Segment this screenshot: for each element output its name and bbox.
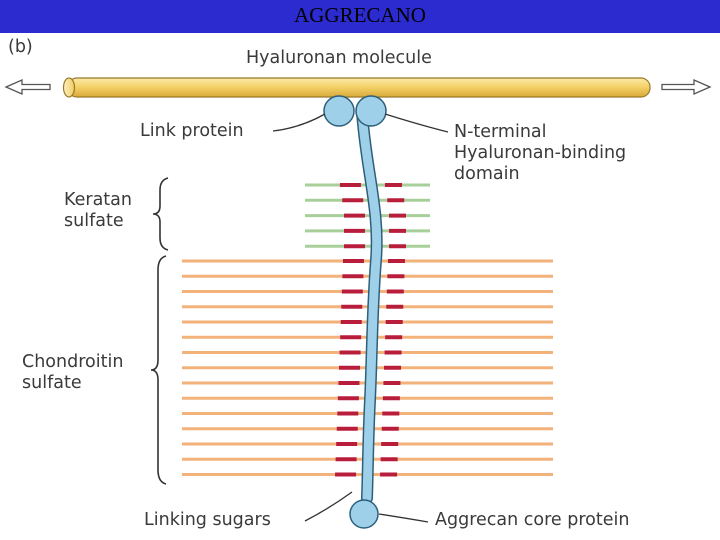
n-terminal-domain-globule [355, 95, 387, 127]
n-terminal-line-1: N-terminal [454, 122, 547, 142]
link-protein-globule [323, 95, 355, 127]
core-protein-label: Aggrecan core protein [435, 510, 630, 530]
keratan-line-2: sulfate [64, 211, 124, 231]
n-terminal-line-2: Hyaluronan-binding [454, 143, 627, 163]
linking-sugars-label: Linking sugars [144, 510, 271, 530]
n-terminal-line-3: domain [454, 164, 520, 184]
hyaluronan-molecule [62, 77, 651, 98]
aggrecan-core-protein [349, 106, 383, 529]
slide-title: AGGRECANO [294, 3, 426, 27]
chondroitin-sulfate-label: Chondroitin sulfate [22, 352, 123, 394]
chondroitin-line-1: Chondroitin [22, 352, 124, 372]
hyaluronan-label: Hyaluronan molecule [246, 48, 432, 68]
diagram-canvas [4, 77, 712, 529]
n-terminal-label: N-terminal Hyaluronan-binding domain [454, 122, 626, 185]
title-bar: AGGRECANO [0, 0, 720, 33]
hyaluronan-arrow-right [661, 79, 712, 95]
panel-label: (b) [8, 37, 33, 57]
linking-sugars-group [335, 183, 406, 477]
linking-sugars-leader [304, 491, 353, 522]
n-terminal-leader [384, 113, 449, 133]
keratan-brace [152, 177, 169, 251]
chondroitin-line-2: sulfate [22, 373, 82, 393]
hyaluronan-arrow-left [4, 79, 51, 95]
link-protein-label: Link protein [140, 121, 244, 141]
link-protein-leader [272, 113, 326, 132]
aggrecan-diagram: (b) Hyaluronan molecule Link protein N-t… [0, 33, 720, 540]
core-protein-c-terminal-globule [349, 499, 379, 529]
chondroitin-brace [150, 255, 167, 485]
keratan-sulfate-chains [305, 183, 430, 248]
core-protein-leader [378, 513, 429, 523]
keratan-line-1: Keratan [64, 190, 132, 210]
keratan-sulfate-label: Keratan sulfate [64, 190, 132, 232]
